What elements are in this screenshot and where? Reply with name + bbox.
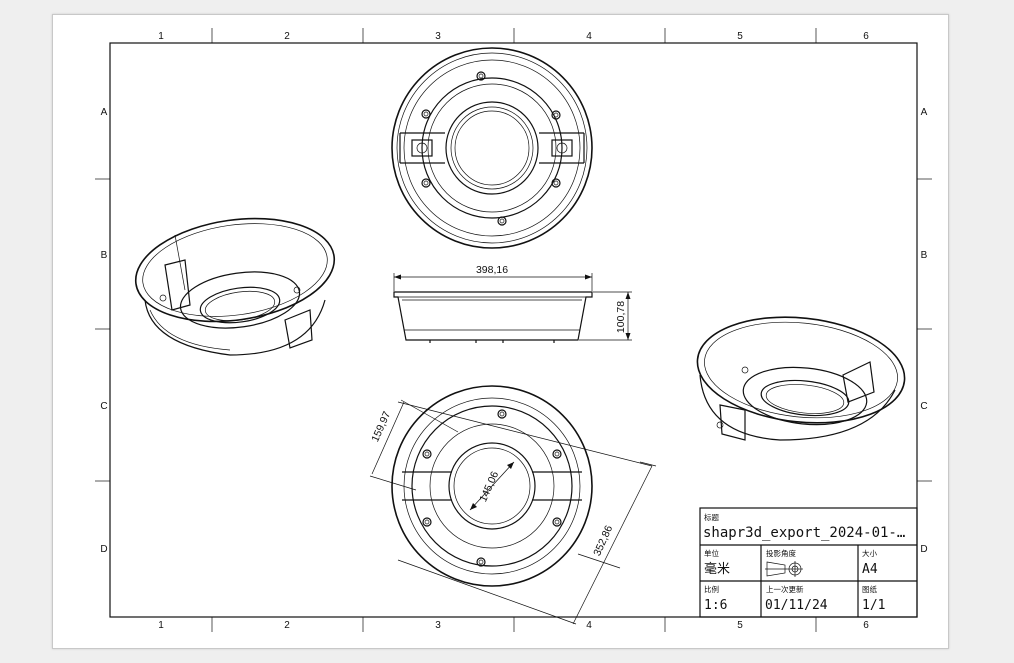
width-dimension-label: 398,16	[476, 264, 508, 276]
units-label: 单位	[704, 548, 719, 558]
outer-diameter-label: 352,86	[591, 524, 615, 558]
zone-ticks	[95, 28, 932, 632]
zone-row-b-right: B	[921, 250, 928, 261]
updated-value: 01/11/24	[765, 598, 828, 613]
zone-col-1-top: 1	[158, 31, 164, 42]
top-view	[391, 47, 593, 249]
size-label: 大小	[862, 548, 877, 558]
sheet-value: 1/1	[862, 598, 885, 613]
zone-row-c-left: C	[100, 401, 107, 412]
zone-row-a-left: A	[101, 107, 108, 118]
scale-value: 1:6	[704, 598, 727, 613]
bottom-view	[369, 385, 657, 625]
units-value: 毫米	[704, 561, 730, 577]
zone-col-2-bottom: 2	[284, 620, 290, 631]
front-view	[393, 273, 632, 343]
inner-diameter-label: 145,06	[477, 470, 501, 504]
projection-label: 投影角度	[766, 548, 796, 558]
drawing-border	[109, 42, 918, 618]
zone-col-3-top: 3	[435, 31, 441, 42]
updated-label: 上一次更新	[766, 584, 804, 594]
zone-col-6-top: 6	[863, 31, 869, 42]
iso-view-left	[134, 217, 336, 356]
zone-row-d-right: D	[920, 544, 927, 555]
height-dimension-label: 100,78	[615, 301, 627, 333]
zone-col-4-bottom: 4	[586, 620, 592, 631]
zone-col-5-bottom: 5	[737, 620, 743, 631]
zone-row-a-right: A	[921, 107, 928, 118]
zone-col-3-bottom: 3	[435, 620, 441, 631]
zone-row-d-left: D	[100, 544, 107, 555]
drawing-sheet	[52, 14, 949, 649]
title-block	[699, 507, 918, 618]
zone-col-5-top: 5	[737, 31, 743, 42]
title-value: shapr3d_export_2024-01-…	[703, 525, 905, 541]
zone-row-c-right: C	[920, 401, 927, 412]
zone-col-4-top: 4	[586, 31, 592, 42]
zone-col-2-top: 2	[284, 31, 290, 42]
size-value: A4	[862, 562, 878, 577]
scale-label: 比例	[704, 584, 719, 594]
sheet-label: 图纸	[862, 584, 877, 594]
title-label: 标题	[704, 512, 719, 522]
zone-col-1-bottom: 1	[158, 620, 164, 631]
iso-view-right	[696, 316, 906, 441]
zone-row-b-left: B	[101, 250, 108, 261]
zone-col-6-bottom: 6	[863, 620, 869, 631]
span-dimension-label: 159,97	[369, 410, 393, 444]
